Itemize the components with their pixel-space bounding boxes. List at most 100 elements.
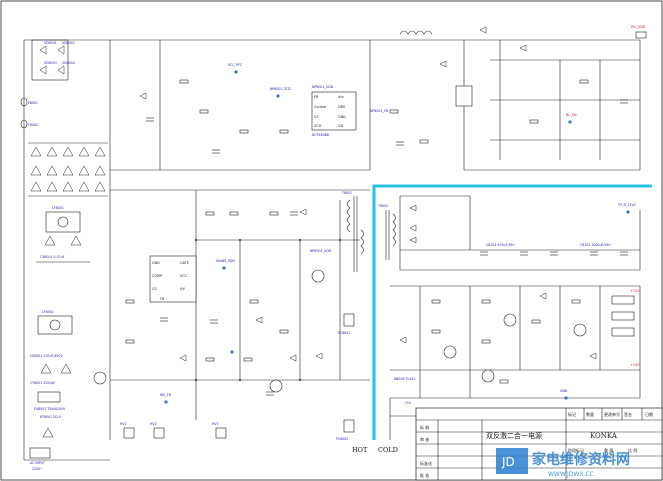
diode — [315, 352, 323, 360]
input-section: VD8001 VD8002 VD8003 VD8004 F8001 F8002 — [20, 39, 111, 471]
resistor — [279, 329, 289, 334]
pfc-pin-cs: CS — [314, 115, 319, 119]
warning-icon — [46, 146, 58, 157]
watermark-logo — [496, 448, 528, 474]
connector-label-hv2: HV2 — [150, 422, 157, 426]
ac-connector — [29, 447, 51, 459]
connector-hv1 — [123, 427, 135, 439]
diode — [179, 354, 187, 362]
ic-pin-vcc: VCC — [180, 274, 188, 278]
bridge-diode-4 — [57, 65, 65, 75]
resistor — [481, 299, 491, 304]
connector-block — [611, 311, 635, 321]
cy-label: CY8001 2200pF — [30, 381, 55, 385]
transistor — [573, 323, 587, 337]
mid-sig-label: NP6004_VDD — [310, 249, 332, 253]
watermark: JD 家电维修资料网 WWW.JDWX.CC — [496, 448, 630, 478]
line-filter-label-1: LF8001 — [52, 206, 64, 210]
pfc-pin-vcc: Vcc — [338, 95, 344, 99]
title-row-5: 批 准 — [420, 472, 429, 478]
resistor — [431, 329, 441, 334]
warning-icon — [30, 165, 42, 176]
pfc-pin-gnd: GND — [338, 115, 346, 119]
pfc-components — [139, 26, 628, 154]
diode — [255, 316, 263, 324]
warning-icon — [30, 181, 42, 192]
junction — [195, 239, 197, 241]
net-point — [164, 400, 168, 404]
connector-hv3 — [215, 427, 227, 439]
warning-icon — [44, 235, 56, 246]
transformer-winding — [392, 213, 396, 247]
warning-icon — [40, 363, 52, 374]
net-point — [230, 350, 234, 354]
pfc-zcd-label: NP6001_ZCD — [270, 87, 291, 91]
warning-icon — [30, 146, 42, 157]
fuse-label-1: F8001 — [28, 101, 38, 105]
transformer-winding — [360, 229, 364, 255]
resistor — [269, 211, 279, 216]
pfc-inductor — [399, 30, 433, 35]
ic-pin-hv: HV — [180, 287, 186, 291]
secondary-components — [409, 204, 628, 256]
resistor — [529, 119, 539, 124]
header-cell-5: 日期 — [645, 411, 653, 417]
opto-coupler-2 — [343, 419, 355, 433]
junction — [195, 379, 197, 381]
secondary-section: TP_N_12V2 T8002 C8104 470uF/35V C8105 10… — [377, 195, 641, 440]
warning-icon — [94, 181, 106, 192]
cap-bank-label: C8104 470uF/35V — [486, 243, 515, 247]
warning-icon — [42, 427, 54, 438]
net-point — [222, 266, 226, 270]
resistor — [389, 109, 399, 114]
ic-pin-gnd: GND — [152, 261, 160, 265]
cold-label: COLD — [378, 446, 398, 454]
bridge-diode-2 — [57, 45, 65, 55]
pfc-section: FB Control CS ZCD Vcc DRV GND GD NP6001_… — [110, 25, 647, 171]
warning-icon — [46, 181, 58, 192]
resistor — [205, 211, 215, 216]
diode — [299, 208, 307, 216]
net-point — [276, 94, 280, 98]
junction — [239, 239, 241, 241]
bridge-diode-3 — [39, 65, 47, 75]
pfc-pin-drv: DRV — [338, 105, 346, 109]
warning-icon — [62, 165, 74, 176]
warning-triangle-grid — [28, 142, 108, 197]
primary-components — [93, 208, 325, 396]
bl-en-label: BL_EN — [566, 113, 577, 117]
connector-label-hv1: HV1 — [120, 422, 127, 426]
out-label-3: +5V — [404, 401, 412, 405]
cap-label: CE8001 270uF/450V — [30, 354, 63, 358]
title-row-1: 标 制 — [420, 424, 429, 430]
fuse-in-label: FU8001 T5AH/250V — [34, 407, 66, 411]
warning-icon — [94, 146, 106, 157]
junction — [299, 379, 301, 381]
ac-in-label: AC INPUT — [30, 461, 45, 465]
flyback-primary: GND COMP CS GATE VCC HV FB MAINS_VDD NP6… — [93, 189, 370, 441]
transistor — [443, 345, 457, 359]
resistor — [571, 299, 581, 304]
bridge-label-1: VD8001 — [44, 41, 57, 45]
opto-coupler-1 — [343, 313, 355, 327]
title-block: 标记 数量 更改单号 签名 日期 标 制 审 核 标准化 批 准 双反激二合一电… — [415, 407, 663, 481]
diode — [439, 60, 447, 68]
drawing-name: 双反激二合一电源 — [486, 431, 542, 440]
warning-icon — [78, 165, 90, 176]
watermark-text: 家电维修资料网 — [532, 451, 630, 468]
header-cell-4: 签名 — [624, 411, 632, 417]
connector-label-hv3: HV3 — [212, 422, 219, 426]
out-label-1: +12V — [630, 289, 640, 293]
feedback-components — [399, 292, 597, 384]
warning-icon — [70, 235, 82, 246]
resistor — [279, 129, 289, 134]
mains-vdd-label: MAINS_VDD — [216, 259, 236, 263]
scale-label: 比 例 — [628, 447, 637, 453]
ic-pin-cs: CS — [152, 287, 157, 291]
tp-label: TP_N_12V2 — [617, 203, 636, 207]
resistor — [579, 79, 589, 84]
title-row-2: 审 核 — [420, 436, 429, 442]
out-label-2: +24V — [630, 363, 640, 367]
ac1-label: NP6001_FB — [370, 109, 388, 113]
